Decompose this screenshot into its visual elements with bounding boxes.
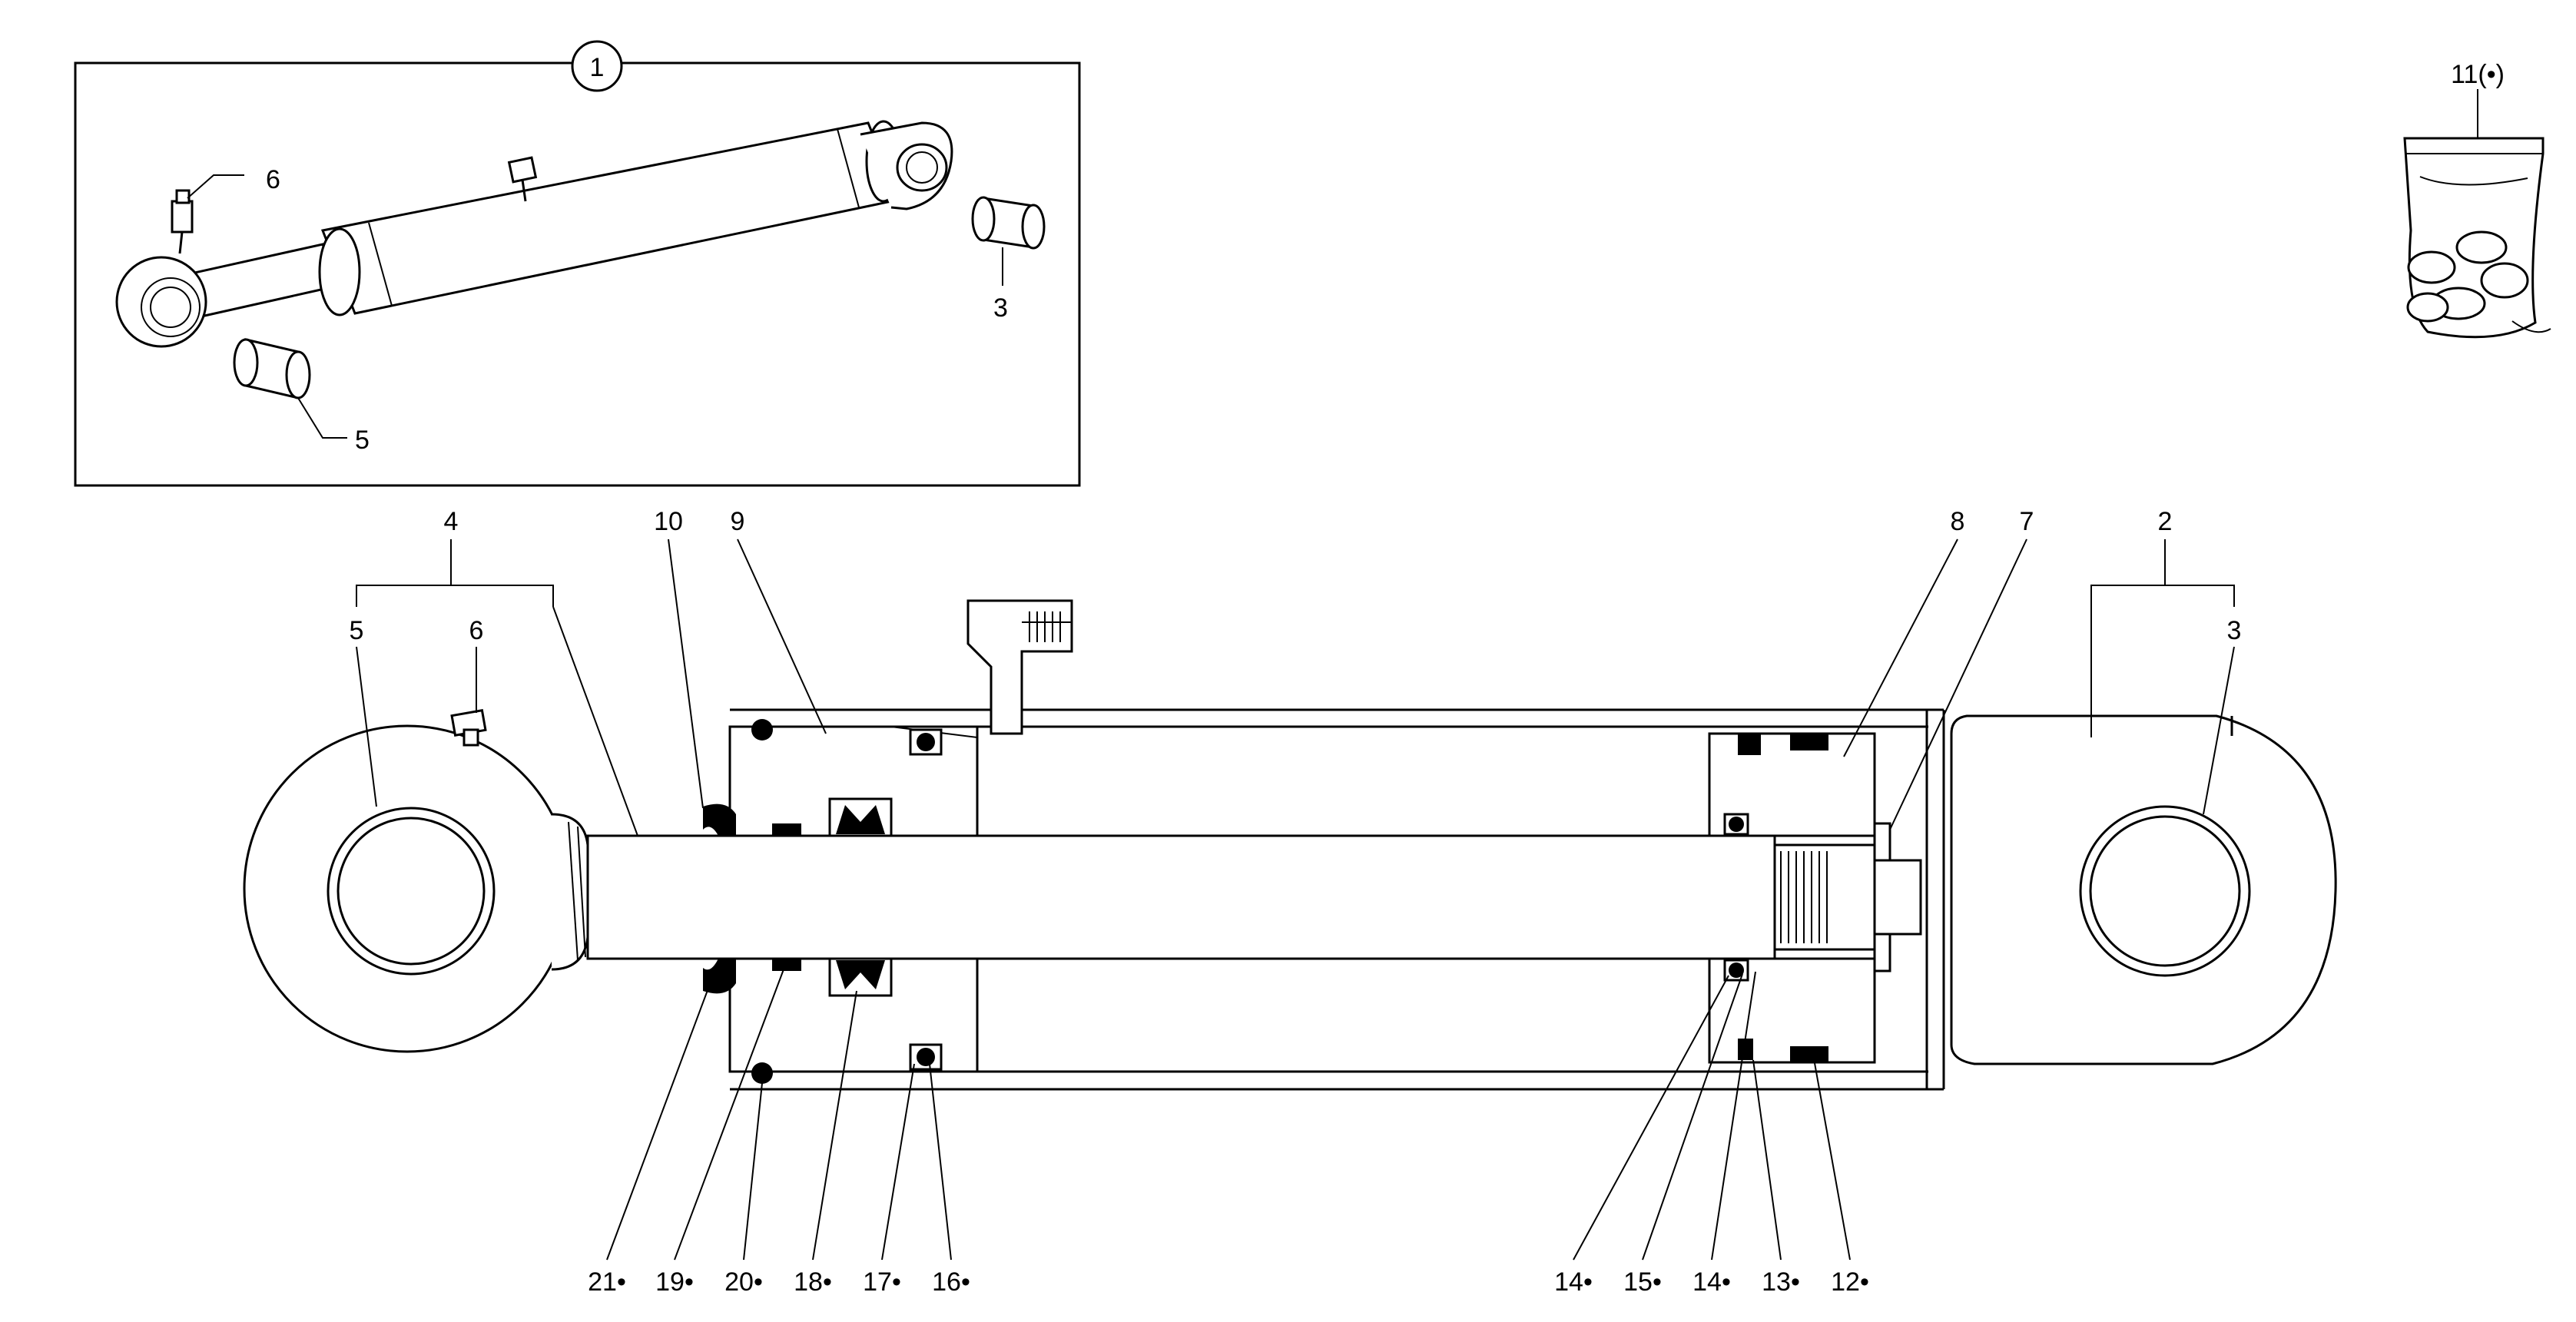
callout-21: 21• — [588, 1267, 626, 1297]
cylinder-cross-section — [243, 599, 2337, 1091]
callout-18: 18• — [794, 1267, 832, 1297]
gland — [703, 719, 979, 1084]
callout-14-a: 14• — [1554, 1267, 1593, 1297]
callout-5: 5 — [350, 616, 364, 645]
callout-12: 12• — [1831, 1267, 1869, 1297]
top-callouts: 4 5 6 10 9 8 7 2 3 — [350, 507, 2242, 837]
assembly-number-circle — [571, 40, 623, 92]
grease-nipple-icon — [171, 189, 194, 254]
callout-14-b: 14• — [1692, 1267, 1731, 1297]
callout-2: 2 — [2158, 507, 2173, 536]
inset-callout-5: 5 — [355, 426, 370, 455]
callout-16: 16• — [932, 1267, 970, 1297]
callout-4: 4 — [444, 507, 459, 536]
callout-9: 9 — [731, 507, 745, 536]
inset-callout-6: 6 — [266, 165, 280, 194]
inset-cylinder — [115, 120, 953, 348]
inset-assembly-view: 1 — [74, 40, 1081, 487]
assembly-number: 1 — [590, 53, 605, 82]
seal-kit-bag-icon — [2403, 137, 2551, 339]
base-eye — [1950, 714, 2337, 1065]
bottom-callouts: 21• 19• 20• 18• 17• 16• 14• 15• 14• 13• … — [588, 969, 1869, 1297]
piston-nut — [1773, 822, 1922, 972]
callout-17: 17• — [863, 1267, 901, 1297]
callout-19: 19• — [655, 1267, 694, 1297]
kit-label: 11(•) — [2451, 60, 2505, 89]
callout-8: 8 — [1951, 507, 1965, 536]
piston — [1708, 732, 1876, 1064]
grease-nipple-icon — [450, 708, 487, 747]
seal-kit: 11(•) — [2403, 60, 2551, 339]
callout-20: 20• — [724, 1267, 763, 1297]
bushing-front — [233, 338, 311, 399]
callout-3: 3 — [2227, 616, 2242, 645]
callout-6: 6 — [469, 616, 484, 645]
hydraulic-port-fitting — [966, 599, 1073, 735]
rod-eye — [243, 708, 589, 1053]
callout-13: 13• — [1762, 1267, 1800, 1297]
piston-rod — [586, 834, 1776, 960]
bushing-rear — [971, 196, 1046, 250]
inset-callout-3: 3 — [993, 293, 1008, 323]
callout-15: 15• — [1623, 1267, 1662, 1297]
callout-10: 10 — [654, 507, 683, 536]
callout-7: 7 — [2020, 507, 2034, 536]
